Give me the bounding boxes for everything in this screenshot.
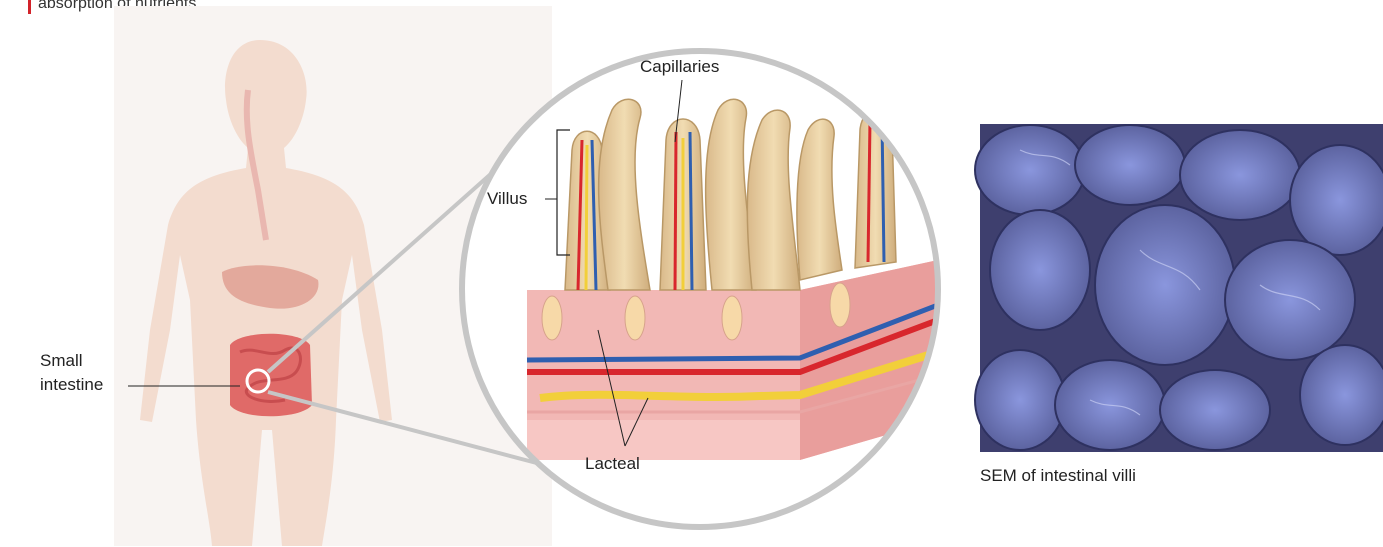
- small-intestine-label-line1: Small: [40, 350, 83, 371]
- villus-label: Villus: [487, 188, 527, 209]
- sem-photo: [975, 124, 1383, 452]
- capillaries-label: Capillaries: [640, 56, 719, 77]
- lacteal-label: Lacteal: [585, 453, 640, 474]
- sem-caption: SEM of intestinal villi: [980, 466, 1136, 486]
- small-intestine-label-line2: intestine: [40, 374, 103, 395]
